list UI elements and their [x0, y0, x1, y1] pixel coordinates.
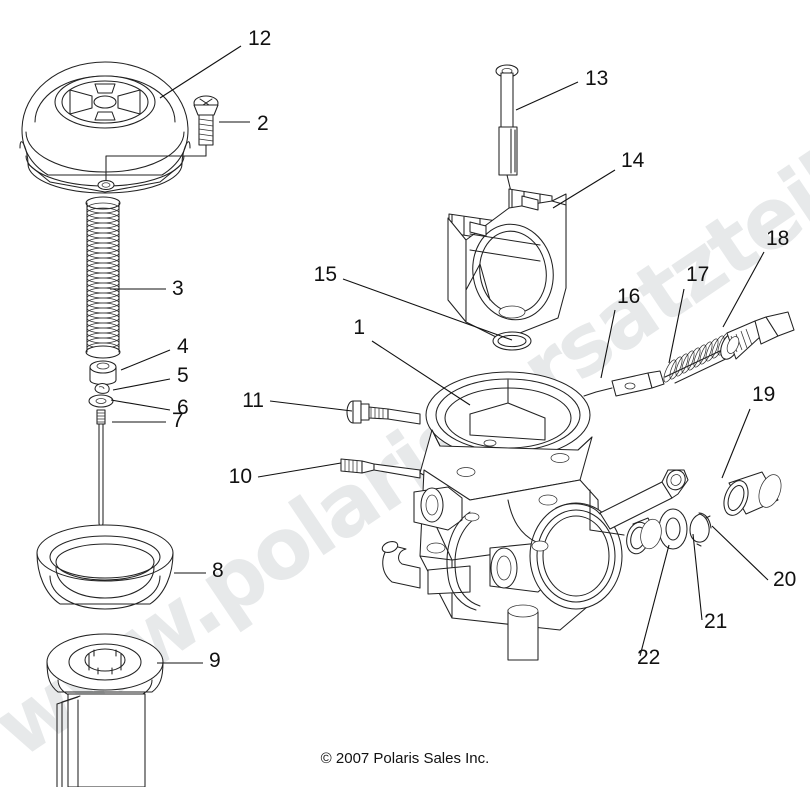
callout-9-vacuum-slide[interactable]: 9	[209, 649, 221, 672]
leader-lines	[110, 45, 769, 664]
callout-4-needle-holder[interactable]: 4	[177, 335, 189, 358]
leader-line-22	[639, 544, 670, 657]
part-pilot-mixture-screw	[583, 370, 665, 397]
callout-2-cap-screw[interactable]: 2	[257, 112, 269, 135]
part-top-cover	[19, 61, 207, 194]
leader-line-21	[692, 533, 703, 621]
callout-12-top-cover[interactable]: 12	[248, 27, 271, 50]
part-flat-washer	[658, 508, 688, 550]
callout-11-flange-screw[interactable]: 11	[242, 389, 264, 412]
part-throttle-valve-bracket	[447, 188, 567, 341]
part-retaining-clip	[94, 383, 110, 394]
part-needle-washer	[88, 394, 114, 408]
leader-line-13	[515, 81, 579, 111]
callout-8-diaphragm[interactable]: 8	[212, 559, 224, 582]
part-circlip	[689, 512, 712, 547]
leader-line-1	[371, 340, 471, 406]
part-o-ring-seal	[492, 331, 532, 351]
copyright-notice: © 2007 Polaris Sales Inc.	[321, 750, 490, 767]
callout-16-pilot-mixture-screw[interactable]: 16	[617, 285, 640, 308]
part-flange-screw	[346, 400, 389, 424]
callout-10-set-screw[interactable]: 10	[229, 465, 252, 488]
leader-line-5	[112, 378, 171, 391]
part-cap-screw	[193, 95, 219, 157]
leader-line-20	[711, 525, 769, 581]
part-oil-seal	[589, 489, 662, 555]
leader-line-12	[159, 45, 242, 99]
part-needle-holder	[89, 360, 117, 386]
callout-18-limiter-cap[interactable]: 18	[766, 227, 789, 250]
part-vacuum-slide	[46, 633, 164, 787]
callout-21-flat-washer[interactable]: 21	[704, 610, 727, 633]
callout-17-mixture-screw-spring[interactable]: 17	[686, 263, 709, 286]
callout-7-jet-needle[interactable]: 7	[172, 409, 184, 432]
leader-line-11	[269, 400, 353, 412]
callout-19-throttle-shaft-bushing[interactable]: 19	[752, 383, 775, 406]
callout-14-throttle-valve-bracket[interactable]: 14	[621, 149, 645, 172]
callout-22-oil-seal[interactable]: 22	[637, 646, 660, 669]
callout-5-retaining-clip[interactable]: 5	[177, 364, 189, 387]
leader-line-17	[668, 288, 685, 364]
part-carburetor-body	[373, 371, 689, 661]
callout-3-slide-spring[interactable]: 3	[172, 277, 184, 300]
part-jet-needle	[96, 409, 106, 538]
leader-line-16	[600, 309, 616, 379]
part-diaphragm	[36, 524, 174, 610]
leader-line-19	[721, 408, 751, 479]
callout-6-needle-washer[interactable]: 6	[177, 396, 189, 419]
part-limiter-cap	[720, 311, 795, 360]
part-mixture-screw-spring	[663, 332, 733, 384]
part-throttle-shaft-bushing	[723, 471, 782, 516]
leader-line-10	[257, 462, 342, 478]
part-choke-plunger-rod	[495, 64, 519, 201]
leader-line-15	[342, 278, 513, 341]
leader-line-6	[110, 399, 171, 411]
callout-15-o-ring-seal[interactable]: 15	[314, 263, 337, 286]
leader-line-18	[722, 251, 765, 328]
callout-1-carburetor-body[interactable]: 1	[353, 316, 365, 339]
leader-line-14	[552, 169, 616, 209]
callout-20-circlip[interactable]: 20	[773, 568, 796, 591]
leader-line-4	[120, 349, 171, 371]
part-set-screw	[340, 458, 375, 474]
callout-13-choke-plunger-rod[interactable]: 13	[585, 67, 608, 90]
part-slide-spring	[85, 196, 121, 359]
